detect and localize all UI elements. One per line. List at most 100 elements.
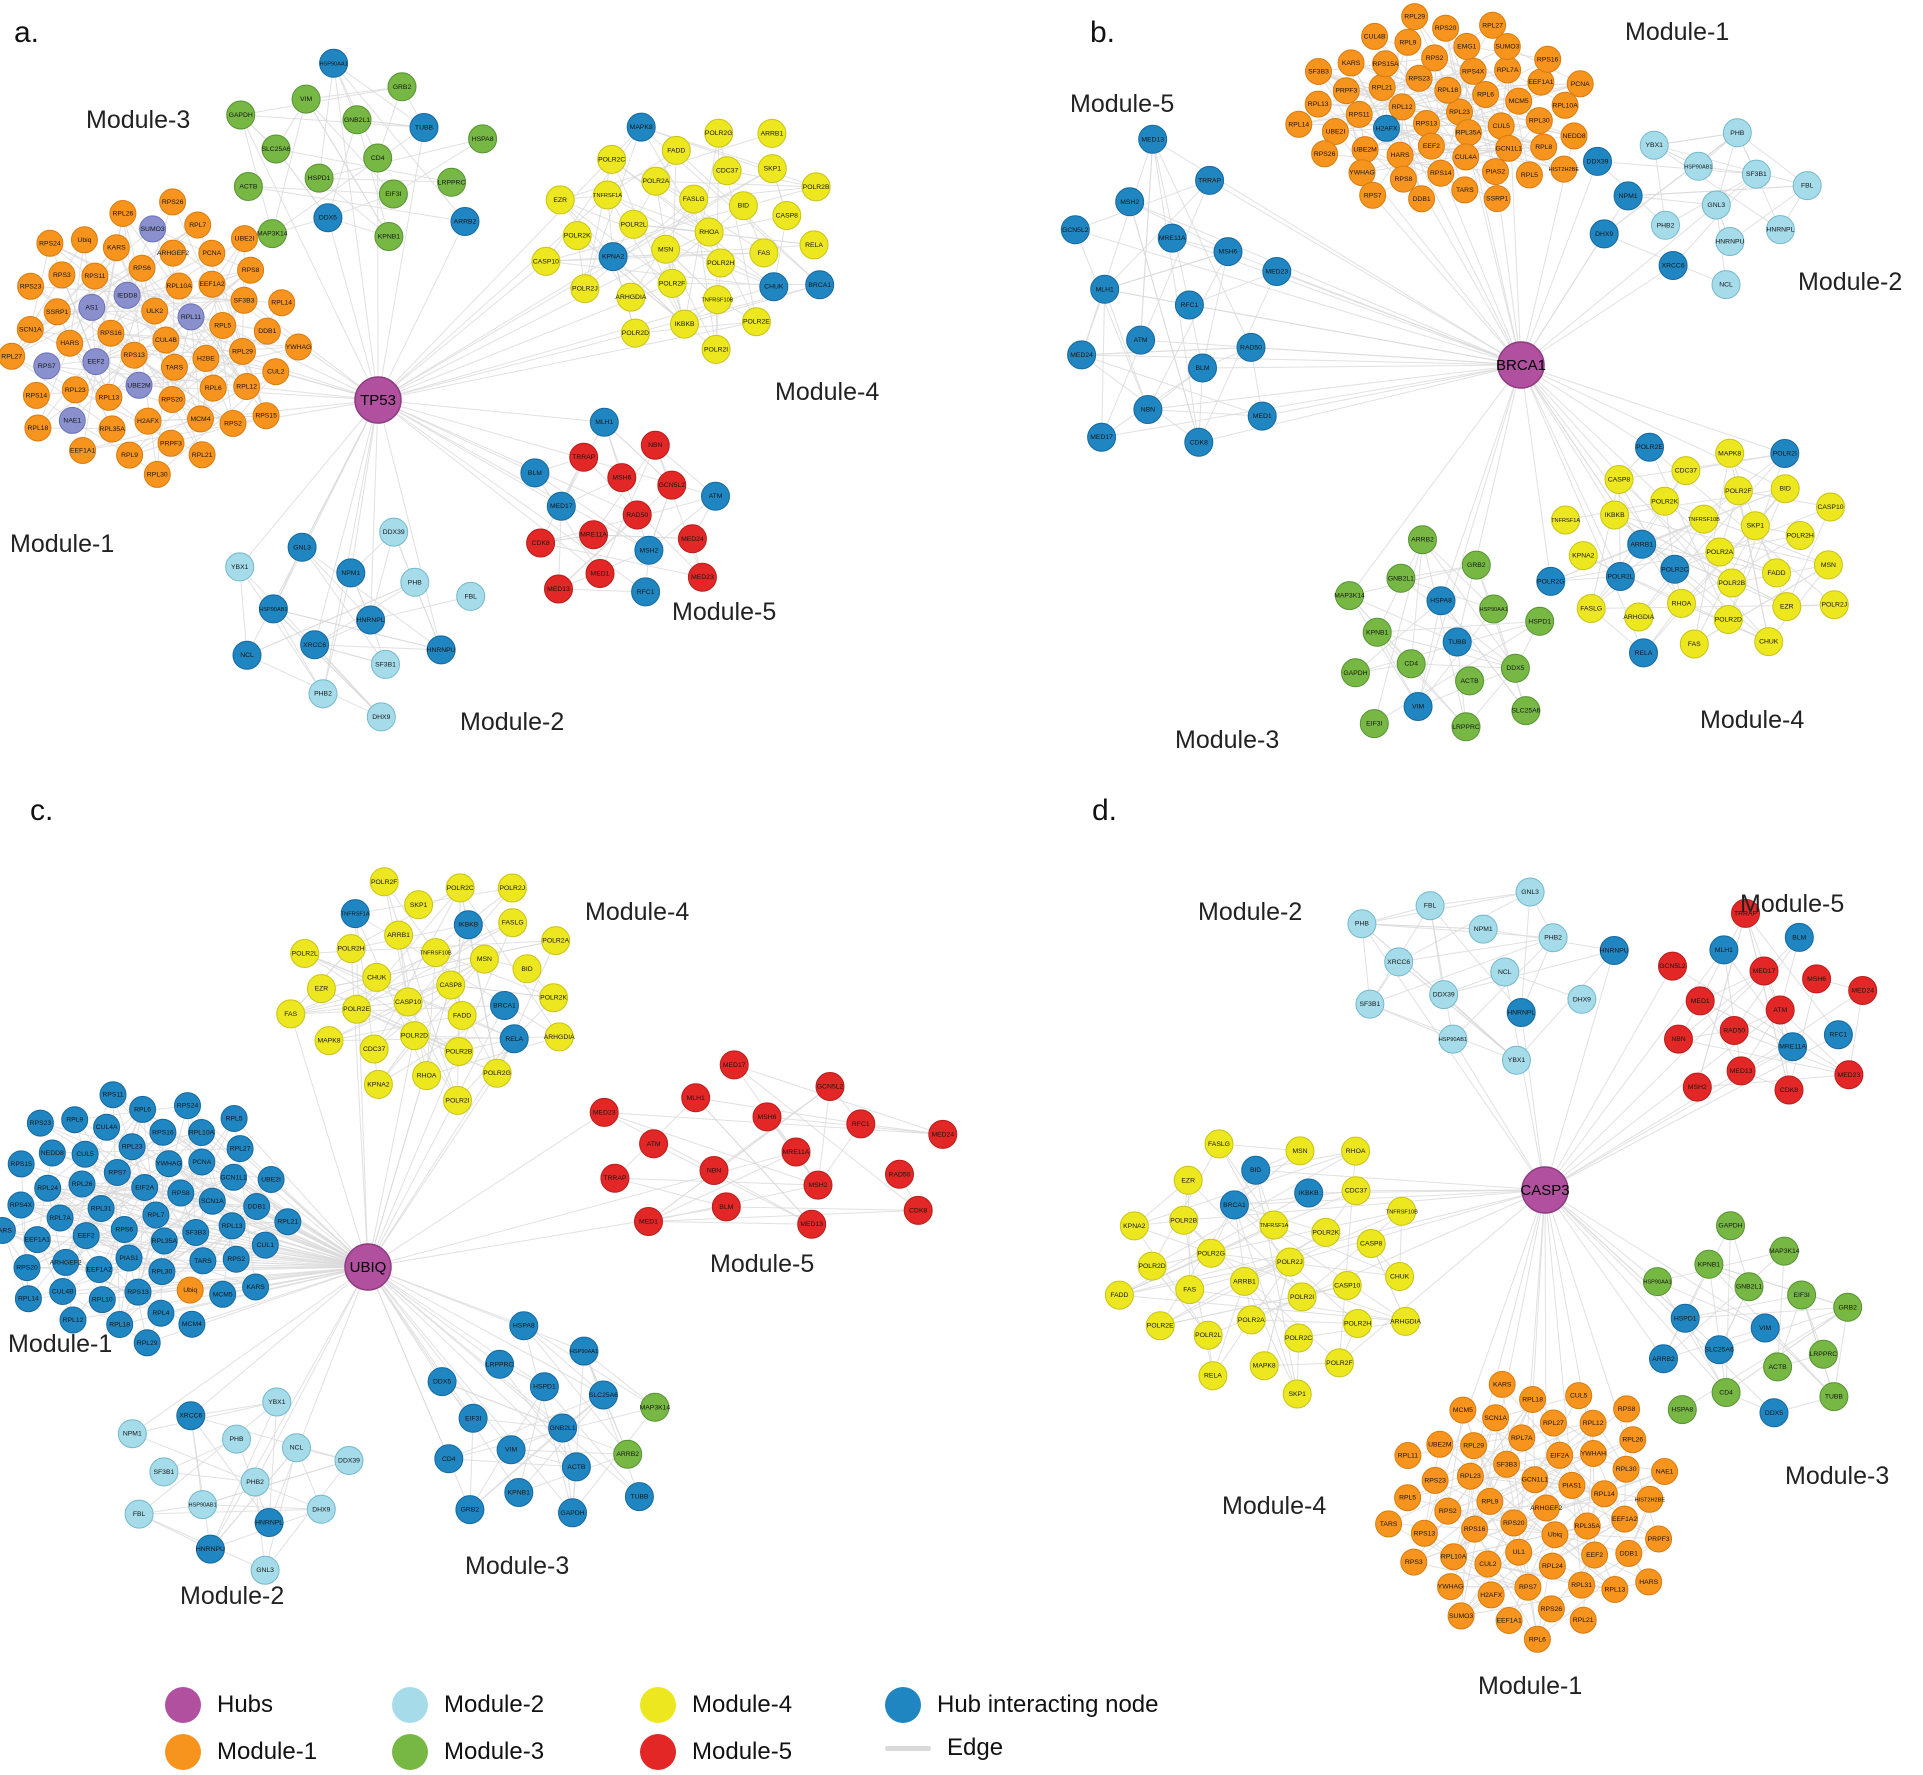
node-FBL[interactable]: FBL — [1415, 891, 1445, 921]
node-POLR2E[interactable]: POLR2E — [741, 307, 771, 337]
node-RPL13[interactable]: RPL13 — [95, 383, 123, 411]
node-ARHGDIA[interactable]: ARHGDIA — [615, 282, 647, 312]
node-FBL[interactable]: FBL — [124, 1499, 154, 1529]
node-FBL[interactable]: FBL — [456, 581, 486, 611]
node-UBE2M[interactable]: UBE2M — [1351, 136, 1379, 164]
node-ATM[interactable]: ATM — [1765, 995, 1795, 1025]
node-UBE2M[interactable]: UBE2M — [1426, 1430, 1454, 1458]
node-SF3B1[interactable]: SF3B1 — [1355, 989, 1385, 1019]
node-MSH6[interactable]: MSH6 — [1213, 237, 1243, 267]
node-EEF2[interactable]: EEF2 — [72, 1222, 100, 1250]
node-RPL31[interactable]: RPL31 — [1568, 1571, 1596, 1599]
node-POLR2G[interactable]: POLR2G — [704, 118, 734, 148]
node-NPM1[interactable]: NPM1 — [1468, 914, 1498, 944]
node-LRPPRC[interactable]: LRPPRC — [485, 1349, 515, 1379]
node-MED24[interactable]: MED24 — [1848, 976, 1878, 1005]
node-RPL21[interactable]: RPL21 — [274, 1208, 302, 1236]
node-EIF3I[interactable]: EIF3I — [458, 1403, 488, 1433]
node-RPL18[interactable]: RPL18 — [1434, 76, 1462, 104]
node-YWHAG[interactable]: YWHAG — [1348, 159, 1376, 187]
node-RPL10A[interactable]: RPL10A — [1440, 1543, 1468, 1571]
node-FAS[interactable]: FAS — [1175, 1275, 1205, 1305]
node-RPL10A[interactable]: RPL10A — [165, 272, 193, 300]
node-HNRNPU[interactable]: HNRNPU — [1600, 936, 1629, 965]
node-RPL13[interactable]: RPL13 — [1601, 1576, 1629, 1603]
node-NCL[interactable]: NCL — [1711, 270, 1741, 300]
node-MAPK8[interactable]: MAPK8 — [1715, 438, 1745, 468]
node-MCM5[interactable]: MCM5 — [1505, 87, 1533, 115]
node-POLR2C[interactable]: POLR2C — [445, 873, 475, 903]
node-POLR2D[interactable]: POLR2D — [400, 1021, 429, 1051]
node-RPS24[interactable]: RPS24 — [36, 229, 64, 257]
node-RPS20[interactable]: RPS20 — [158, 386, 186, 413]
node-MED1[interactable]: MED1 — [585, 559, 615, 588]
node-MSH6[interactable]: MSH6 — [607, 463, 637, 493]
node-MED23[interactable]: MED23 — [1834, 1060, 1864, 1090]
node-POLR2A[interactable]: POLR2A — [641, 166, 671, 196]
node-RPL29[interactable]: RPL29 — [229, 337, 256, 365]
node-SF3B1[interactable]: SF3B1 — [149, 1457, 179, 1487]
node-MSN[interactable]: MSN — [651, 234, 681, 264]
node-HSP90AB1[interactable]: HSP90AB1 — [258, 594, 288, 624]
node-HARS[interactable]: HARS — [56, 329, 84, 357]
node-SLC25A6[interactable]: SLC25A6 — [1511, 696, 1541, 726]
node-TNFRSF1A[interactable]: TNFRSF1A — [340, 899, 370, 929]
node-MLH1[interactable]: MLH1 — [589, 407, 619, 437]
node-RPL21[interactable]: RPL21 — [1368, 73, 1396, 101]
node-POLR2G[interactable]: POLR2G — [1196, 1238, 1226, 1268]
node-GNL3[interactable]: GNL3 — [1515, 877, 1545, 907]
node-GCN5L2[interactable]: GCN5L2 — [815, 1072, 845, 1101]
node-RPL5[interactable]: RPL5 — [209, 312, 237, 339]
node-RPL12[interactable]: RPL12 — [1579, 1409, 1607, 1437]
node-RPL18[interactable]: RPL18 — [24, 414, 52, 442]
node-CUL4A[interactable]: CUL4A — [93, 1113, 121, 1141]
node-PRPF3[interactable]: PRPF3 — [157, 429, 185, 457]
node-TUBB[interactable]: TUBB — [1442, 627, 1472, 657]
node-YBX1[interactable]: YBX1 — [1639, 130, 1669, 160]
node-RPS3[interactable]: RPS3 — [48, 261, 76, 289]
node-DDX5[interactable]: DDX5 — [313, 203, 343, 233]
node-RPS16[interactable]: RPS16 — [149, 1118, 177, 1146]
node-CDK8[interactable]: CDK8 — [903, 1195, 933, 1225]
node-AS1[interactable]: AS1 — [78, 293, 106, 321]
node-BLM[interactable]: BLM — [1784, 922, 1814, 952]
node-NBN[interactable]: NBN — [640, 430, 670, 460]
node-RPL9[interactable]: RPL9 — [1476, 1487, 1504, 1515]
node-ARHGDIA[interactable]: ARHGDIA — [544, 1022, 575, 1052]
node-RPL7A[interactable]: RPL7A — [1508, 1424, 1536, 1452]
node-PHB2[interactable]: PHB2 — [1651, 210, 1680, 240]
node-KPNB1[interactable]: KPNB1 — [374, 222, 404, 251]
node-YWHAG[interactable]: YWHAG — [285, 333, 312, 361]
node-EIF3I[interactable]: EIF3I — [378, 179, 408, 209]
node-CUL4A[interactable]: CUL4A — [1452, 143, 1480, 171]
node-POLR2G[interactable]: POLR2G — [1536, 566, 1566, 596]
node-POLR2F[interactable]: POLR2F — [1723, 476, 1753, 506]
node-HSPA8[interactable]: HSPA8 — [468, 124, 498, 154]
node-ARRB1[interactable]: ARRB1 — [757, 118, 787, 148]
node-BID[interactable]: BID — [1241, 1155, 1271, 1185]
node-UBE2I[interactable]: UBE2I — [257, 1166, 285, 1193]
node-MLH1[interactable]: MLH1 — [1709, 935, 1739, 965]
node-GNB2L1[interactable]: GNB2L1 — [548, 1413, 578, 1443]
node-RPL12[interactable]: RPL12 — [1388, 93, 1416, 121]
node-BLM[interactable]: BLM — [711, 1192, 741, 1222]
node-RPL6[interactable]: RPL6 — [1472, 81, 1500, 108]
node-CUL4B[interactable]: CUL4B — [49, 1278, 77, 1305]
node-YBX1[interactable]: YBX1 — [225, 552, 255, 582]
node-EIF3I[interactable]: EIF3I — [1787, 1280, 1817, 1310]
node-RPS2[interactable]: RPS2 — [222, 1245, 250, 1273]
node-RPL6[interactable]: RPL6 — [1523, 1625, 1551, 1653]
node-TNFRSF1A[interactable]: TNFRSF1A — [1551, 505, 1580, 535]
node-HSPD1[interactable]: HSPD1 — [529, 1372, 559, 1402]
node-MCM5[interactable]: MCM5 — [1449, 1396, 1477, 1424]
node-ARRB2[interactable]: ARRB2 — [450, 207, 480, 236]
node-POLR2B[interactable]: POLR2B — [444, 1037, 474, 1066]
node-RPL12[interactable]: RPL12 — [233, 373, 261, 400]
node-GCN5L2[interactable]: GCN5L2 — [1658, 951, 1687, 981]
node-GRB2[interactable]: GRB2 — [455, 1495, 485, 1525]
node-NBN[interactable]: NBN — [699, 1156, 729, 1185]
node-GRB2[interactable]: GRB2 — [1833, 1292, 1863, 1322]
node-CASP10[interactable]: CASP10 — [1332, 1271, 1362, 1300]
node-RPS7[interactable]: RPS7 — [33, 352, 61, 380]
node-RPL30[interactable]: RPL30 — [148, 1258, 176, 1286]
